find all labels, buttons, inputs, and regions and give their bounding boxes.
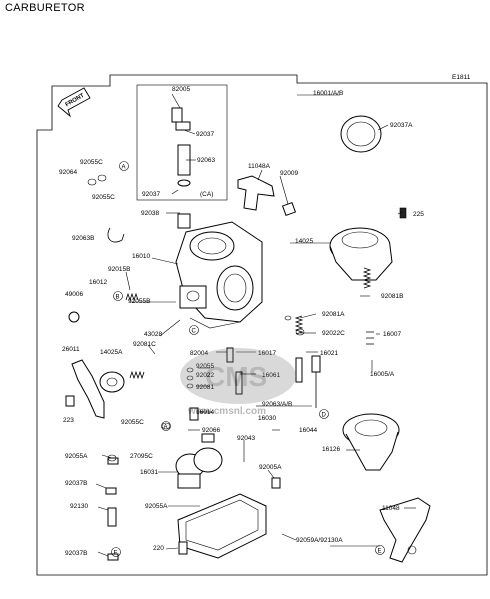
label-16031: 16031 [140, 469, 158, 476]
label-92064: 92064 [59, 169, 77, 176]
label-16030: 16030 [258, 415, 276, 422]
callout-e-lower: E [111, 547, 121, 557]
label-49006: 49006 [65, 291, 83, 298]
label-ca: (CA) [200, 191, 213, 198]
springs-part [125, 267, 374, 380]
label-16126: 16126 [322, 446, 340, 453]
label-92063ab: 92063/A/B [262, 401, 292, 408]
choke-plunger-part [171, 107, 191, 187]
watermark-site: www.cmsnl.com [187, 406, 266, 417]
label-82004: 82004 [190, 350, 208, 357]
label-92022c: 92022C [322, 330, 345, 337]
svg-text:A: A [122, 165, 126, 171]
watermark-brand: CMS [205, 361, 267, 392]
part-labels: 82005 92037 92063 (CA) 92037 16001/A/B 9… [59, 86, 424, 557]
label-92009: 92009 [280, 170, 298, 177]
label-43028: 43028 [144, 331, 162, 338]
callout-a-lower: A [161, 421, 171, 431]
label-14025: 14025 [295, 238, 313, 245]
label-16005a: 16005/A [370, 371, 395, 378]
label-92038: 92038 [141, 210, 159, 217]
label-92063-a: 92063 [197, 157, 215, 164]
label-16021: 16021 [320, 350, 338, 357]
label-92130: 92130 [70, 503, 88, 510]
label-92063b: 92063B [72, 235, 94, 242]
callout-e-bottom: E [375, 545, 385, 555]
leader-lines [95, 93, 416, 557]
label-92059a: 92059A/92130A [296, 537, 343, 544]
svg-text:C: C [192, 329, 197, 335]
label-92055a-b: 92055A [145, 503, 168, 510]
diaphragm-slide-part [342, 413, 400, 471]
label-92081a: 92081A [322, 311, 345, 318]
cable-bracket-part [379, 497, 431, 563]
label-16014: 16014 [196, 409, 214, 416]
label-92015b: 92015B [108, 266, 130, 273]
label-16044: 16044 [299, 427, 317, 434]
diagram-frame [36, 74, 488, 576]
label-92066: 92066 [202, 427, 220, 434]
svg-text:E: E [114, 551, 118, 557]
inset-panel [136, 84, 228, 201]
float-part [175, 447, 223, 489]
o-rings-part [87, 174, 305, 462]
label-11048a: 11048A [248, 163, 271, 170]
label-14025a: 14025A [100, 349, 123, 356]
callout-b-left: B [113, 291, 123, 301]
watermark-logo: CMS www.cmsnl.com [180, 348, 296, 417]
hose-part [107, 227, 125, 243]
svg-text:E: E [378, 549, 382, 555]
screws-part [65, 201, 297, 561]
label-92055c-b: 92055C [92, 194, 115, 201]
svg-text:A: A [164, 425, 168, 431]
jets-needles-part [177, 207, 407, 443]
label-92043: 92043 [237, 435, 255, 442]
label-223: 223 [63, 417, 74, 424]
callout-a-top: A [119, 161, 129, 171]
label-92022: 92022 [196, 372, 214, 379]
label-92055c-a: 92055C [80, 159, 103, 166]
label-220: 220 [153, 545, 164, 552]
chamber-cover-part [329, 227, 393, 281]
page-code: E1811 [452, 74, 471, 81]
float-bowl-part [177, 493, 267, 559]
svg-text:B: B [116, 295, 120, 301]
label-16001-ab: 16001/A/B [313, 90, 343, 97]
label-92081: 92081 [196, 384, 214, 391]
label-92037-b: 92037 [142, 191, 160, 198]
carburetor-body-part [175, 221, 263, 329]
callout-d-right: D [319, 409, 329, 419]
svg-text:D: D [322, 413, 327, 419]
label-16010: 16010 [132, 253, 150, 260]
label-92081b: 92081B [381, 293, 403, 300]
label-92037-a: 92037 [196, 131, 214, 138]
label-16007: 16007 [383, 331, 401, 338]
callout-c-mid: C [189, 325, 199, 335]
label-16061: 16061 [262, 372, 280, 379]
label-92037a: 92037A [390, 122, 413, 129]
label-16012: 16012 [89, 279, 107, 286]
label-92055a-a: 92055A [65, 453, 88, 460]
label-92037b-b: 92037B [65, 550, 87, 557]
label-92081c: 92081C [133, 341, 156, 348]
page-title: CARBURETOR [5, 2, 85, 14]
label-92055c-c: 92055C [121, 419, 144, 426]
linkage-bracket-part [237, 175, 275, 211]
callout-markers: A B C D E A E [111, 161, 385, 557]
label-16017: 16017 [258, 350, 276, 357]
label-92055: 92055 [196, 363, 214, 370]
label-92055b: 92055B [128, 298, 150, 305]
throttle-pulley-part [99, 371, 125, 393]
label-26011: 26011 [62, 346, 80, 353]
throttle-lever-part [71, 359, 105, 419]
label-92037b-a: 92037B [65, 480, 87, 487]
label-92005a: 92005A [259, 464, 282, 471]
label-82005: 82005 [172, 86, 190, 93]
clamp-ring-part [340, 115, 382, 153]
front-arrow-icon: FRONT [57, 87, 91, 118]
label-27095c: 27095C [130, 453, 153, 460]
label-11048: 11048 [382, 505, 400, 512]
label-225: 225 [413, 211, 424, 218]
